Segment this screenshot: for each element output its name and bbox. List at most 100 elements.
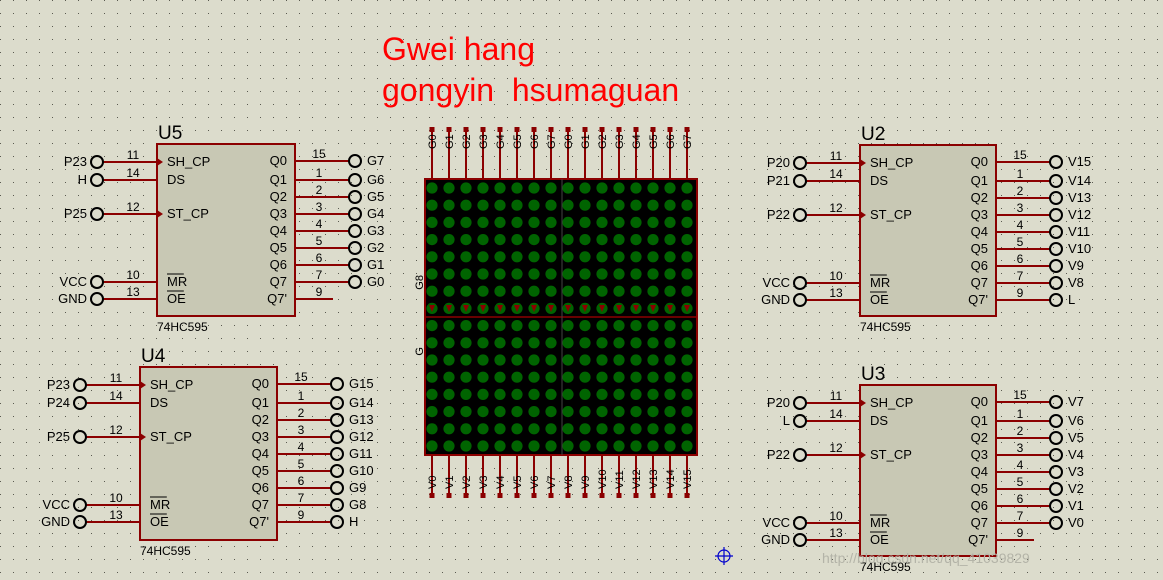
led-dot[interactable] — [426, 216, 438, 228]
led-dot[interactable] — [562, 216, 574, 228]
terminal-icon[interactable] — [330, 413, 344, 427]
led-dot[interactable] — [511, 388, 523, 400]
led-dot[interactable] — [460, 388, 472, 400]
terminal-icon[interactable] — [348, 154, 362, 168]
terminal-icon[interactable] — [330, 430, 344, 444]
led-dot[interactable] — [477, 251, 489, 263]
led-dot[interactable] — [528, 388, 540, 400]
led-dot[interactable] — [528, 251, 540, 263]
led-dot[interactable] — [545, 251, 557, 263]
led-dot[interactable] — [494, 371, 506, 383]
led-dot[interactable] — [681, 337, 693, 349]
led-dot[interactable] — [613, 440, 625, 452]
led-dot[interactable] — [630, 268, 642, 280]
led-dot[interactable] — [477, 320, 489, 332]
led-dot[interactable] — [630, 199, 642, 211]
led-dot[interactable] — [443, 440, 455, 452]
terminal-icon[interactable] — [348, 275, 362, 289]
terminal-icon[interactable] — [1049, 191, 1063, 205]
led-dot[interactable] — [528, 199, 540, 211]
led-dot[interactable] — [511, 182, 523, 194]
terminal-icon[interactable] — [73, 430, 87, 444]
led-dot[interactable] — [477, 440, 489, 452]
led-dot[interactable] — [443, 388, 455, 400]
led-dot[interactable] — [647, 216, 659, 228]
terminal-icon[interactable] — [348, 224, 362, 238]
terminal-icon[interactable] — [90, 155, 104, 169]
led-dot[interactable] — [613, 337, 625, 349]
led-dot[interactable] — [511, 320, 523, 332]
terminal-icon[interactable] — [1049, 174, 1063, 188]
led-dot[interactable] — [664, 440, 676, 452]
led-dot[interactable] — [579, 285, 591, 297]
led-dot[interactable] — [528, 423, 540, 435]
led-dot[interactable] — [426, 234, 438, 246]
terminal-icon[interactable] — [348, 207, 362, 221]
led-dot[interactable] — [647, 268, 659, 280]
led-dot[interactable] — [579, 251, 591, 263]
led-dot[interactable] — [494, 234, 506, 246]
led-dot[interactable] — [494, 354, 506, 366]
led-dot[interactable] — [477, 234, 489, 246]
led-dot[interactable] — [477, 285, 489, 297]
led-dot[interactable] — [545, 234, 557, 246]
led-dot[interactable] — [596, 199, 608, 211]
led-dot[interactable] — [681, 199, 693, 211]
led-dot[interactable] — [579, 440, 591, 452]
led-dot[interactable] — [477, 354, 489, 366]
led-dot[interactable] — [511, 268, 523, 280]
led-dot[interactable] — [562, 423, 574, 435]
led-dot[interactable] — [630, 337, 642, 349]
led-dot[interactable] — [528, 216, 540, 228]
terminal-icon[interactable] — [330, 377, 344, 391]
led-dot[interactable] — [596, 354, 608, 366]
led-dot[interactable] — [681, 234, 693, 246]
led-dot[interactable] — [579, 354, 591, 366]
led-dot[interactable] — [596, 251, 608, 263]
terminal-icon[interactable] — [330, 396, 344, 410]
terminal-icon[interactable] — [1049, 465, 1063, 479]
led-dot[interactable] — [596, 268, 608, 280]
terminal-icon[interactable] — [330, 464, 344, 478]
terminal-icon[interactable] — [1049, 259, 1063, 273]
led-dot[interactable] — [681, 268, 693, 280]
led-dot[interactable] — [596, 320, 608, 332]
led-dot[interactable] — [596, 440, 608, 452]
led-dot[interactable] — [630, 440, 642, 452]
led-dot[interactable] — [477, 268, 489, 280]
led-dot[interactable] — [460, 337, 472, 349]
led-dot[interactable] — [613, 199, 625, 211]
led-dot[interactable] — [494, 440, 506, 452]
led-dot[interactable] — [664, 268, 676, 280]
led-dot[interactable] — [477, 216, 489, 228]
led-dot[interactable] — [647, 354, 659, 366]
led-dot[interactable] — [664, 216, 676, 228]
led-dot[interactable] — [494, 388, 506, 400]
terminal-icon[interactable] — [330, 447, 344, 461]
led-dot[interactable] — [596, 234, 608, 246]
led-dot[interactable] — [613, 216, 625, 228]
led-dot[interactable] — [562, 182, 574, 194]
terminal-icon[interactable] — [1049, 482, 1063, 496]
led-dot[interactable] — [579, 182, 591, 194]
led-dot[interactable] — [511, 234, 523, 246]
led-dot[interactable] — [460, 285, 472, 297]
led-dot[interactable] — [511, 440, 523, 452]
led-dot[interactable] — [562, 440, 574, 452]
led-matrix[interactable]: G0V0G1V1G2V2G3V3G4V4G5V5G6V6G7V7G0V8G1V9… — [414, 127, 698, 498]
terminal-icon[interactable] — [73, 396, 87, 410]
led-dot[interactable] — [681, 251, 693, 263]
led-dot[interactable] — [562, 388, 574, 400]
terminal-icon[interactable] — [1049, 448, 1063, 462]
led-dot[interactable] — [511, 216, 523, 228]
led-dot[interactable] — [664, 423, 676, 435]
terminal-icon[interactable] — [348, 258, 362, 272]
led-dot[interactable] — [630, 388, 642, 400]
led-dot[interactable] — [545, 371, 557, 383]
led-dot[interactable] — [443, 251, 455, 263]
led-dot[interactable] — [664, 285, 676, 297]
led-dot[interactable] — [443, 320, 455, 332]
led-dot[interactable] — [579, 320, 591, 332]
led-dot[interactable] — [477, 388, 489, 400]
